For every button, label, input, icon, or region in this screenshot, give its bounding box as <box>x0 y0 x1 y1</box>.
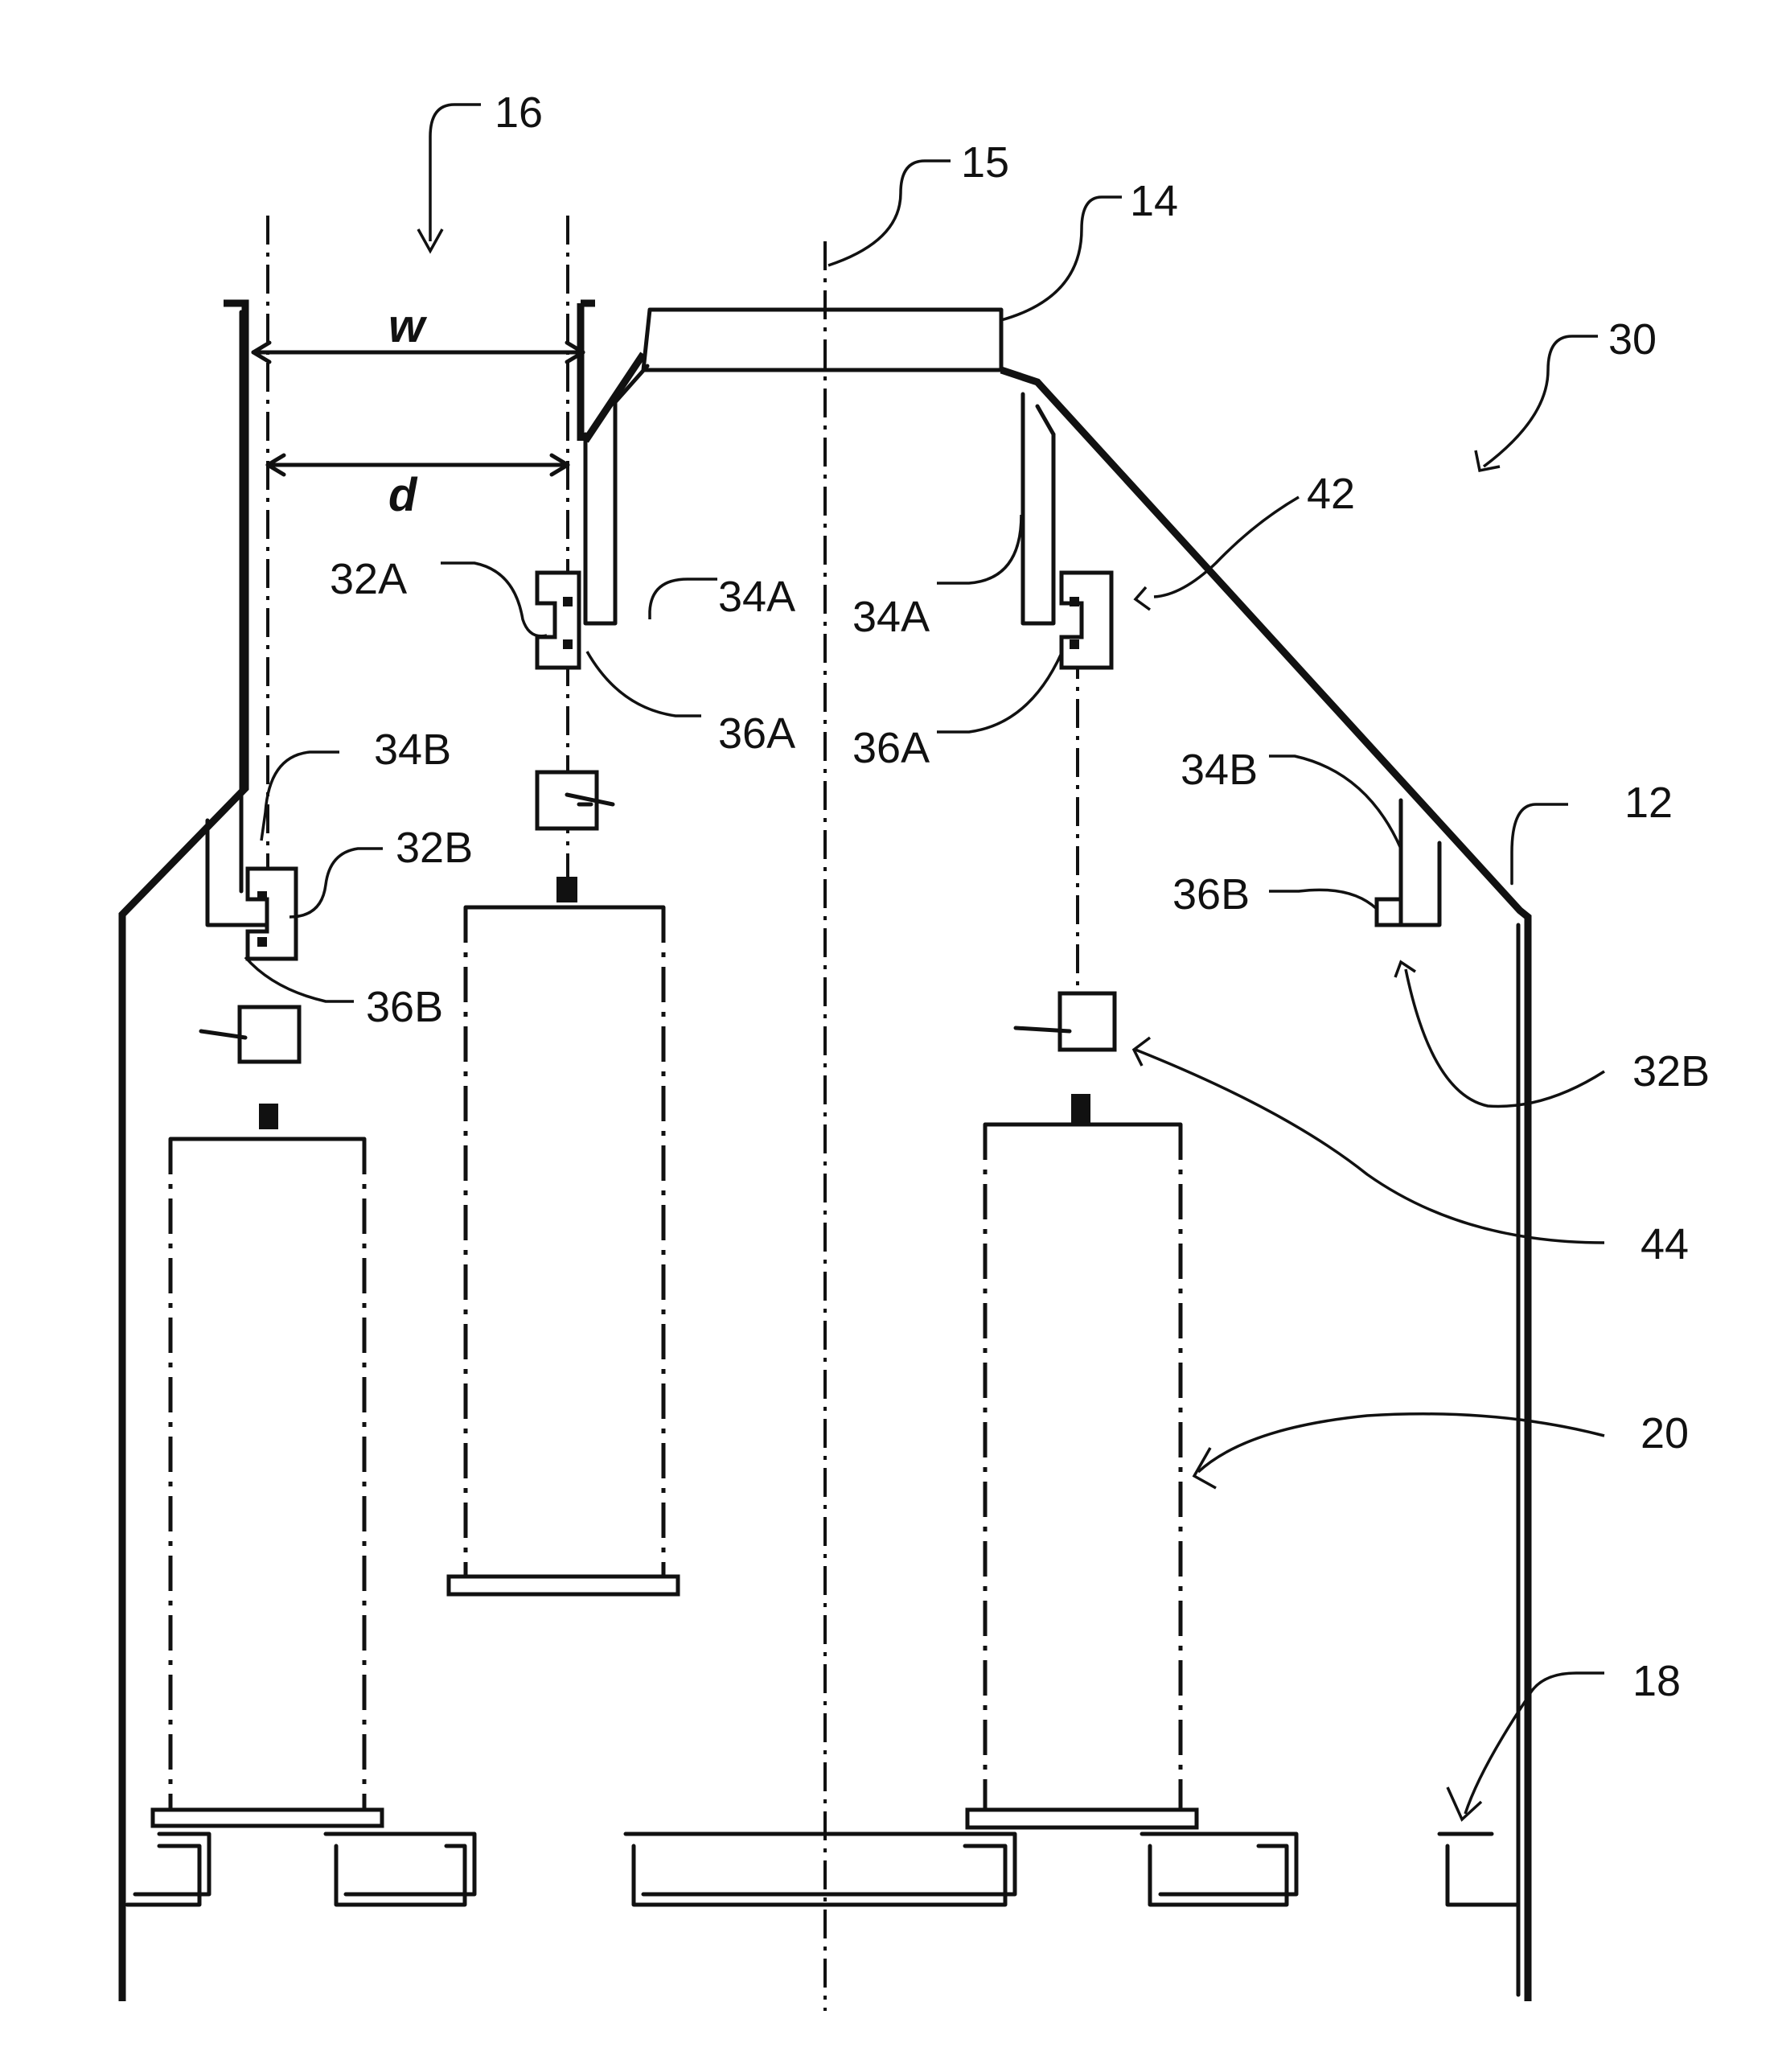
bottom-grate <box>127 1834 1518 1905</box>
ref-32b-right: 32B <box>1632 1047 1710 1096</box>
dimension-d <box>268 455 568 475</box>
clip-32a-left <box>537 573 579 668</box>
ref-34b-left: 34B <box>374 726 451 774</box>
workpiece-left <box>153 1139 382 1826</box>
ref-14: 14 <box>1130 177 1178 225</box>
ref-15: 15 <box>961 138 1009 187</box>
ref-12: 12 <box>1624 779 1673 827</box>
ref-18: 18 <box>1632 1657 1681 1705</box>
leader-lines <box>245 105 1604 1819</box>
ref-34a-left: 34A <box>718 573 795 621</box>
dim-d-label: d <box>388 469 418 521</box>
ref-34a-right: 34A <box>852 593 930 641</box>
bracket-34a-left <box>585 366 647 623</box>
carrier-boxes <box>201 772 1115 1062</box>
ref-34b-right: 34B <box>1181 746 1258 794</box>
clip-36b-right <box>1377 899 1401 925</box>
ref-30: 30 <box>1608 315 1657 364</box>
clip-32a-right <box>1062 573 1111 668</box>
ref-16: 16 <box>495 88 543 137</box>
ref-44: 44 <box>1641 1220 1689 1268</box>
ref-20: 20 <box>1641 1409 1689 1457</box>
ref-36b-right: 36B <box>1172 870 1250 919</box>
clip-32b-left <box>248 869 296 959</box>
ref-42: 42 <box>1307 470 1355 518</box>
ref-36b-left: 36B <box>366 983 443 1031</box>
workpiece-center <box>449 907 678 1594</box>
ref-36a-left: 36A <box>718 709 795 758</box>
bracket-34a-right <box>1023 394 1053 623</box>
ref-36a-right: 36A <box>852 724 930 772</box>
dim-w-label: w <box>388 300 428 352</box>
workpiece-right <box>967 1124 1197 1827</box>
ref-32b-left: 32B <box>396 824 473 872</box>
ref-32a: 32A <box>330 555 407 603</box>
